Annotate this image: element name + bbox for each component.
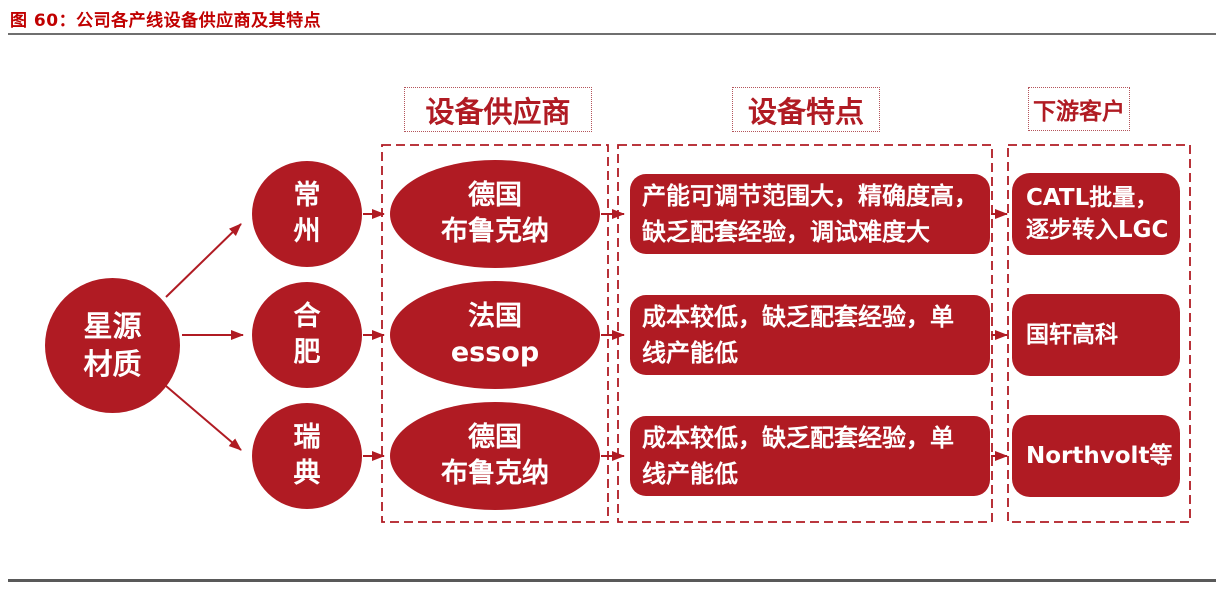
supplier-line: 德国 [468, 421, 522, 453]
column-header-equipment-supplier: 设备供应商 [404, 87, 592, 132]
feature-line: 成本较低，缺乏配套经验，单 [642, 424, 954, 452]
customer-line: Northvolt等 [1026, 442, 1173, 469]
feature-box-3: 成本较低，缺乏配套经验，单 线产能低 [630, 416, 990, 496]
arrow-company-sweden [165, 385, 242, 451]
customer-box-guoxuan: 国轩高科 [1012, 294, 1180, 376]
node-supplier-brueckner-2: 德国 布鲁克纳 [390, 402, 600, 510]
supplier-column-frame [381, 144, 609, 523]
node-site-changzhou: 常 州 [252, 161, 362, 267]
node-site-sweden: 瑞 典 [252, 403, 362, 509]
node-company-line2: 材质 [83, 346, 142, 381]
supplier-line: 布鲁克纳 [441, 216, 549, 247]
customer-box-catl-lgc: CATL批量， 逐步转入LGC [1012, 173, 1180, 255]
site-line: 肥 [293, 337, 321, 368]
customer-box-northvolt: Northvolt等 [1012, 415, 1180, 497]
figure-title: 图 60：公司各产线设备供应商及其特点 [10, 11, 322, 31]
customers-column-frame [1007, 144, 1191, 523]
feature-line: 线产能低 [642, 339, 738, 367]
node-supplier-brueckner-1: 德国 布鲁克纳 [390, 160, 600, 268]
node-company-xingyuan: 星源 材质 [45, 278, 180, 413]
customer-line: CATL批量， [1026, 184, 1159, 211]
customer-line: 逐步转入LGC [1026, 217, 1169, 243]
arrow-company-changzhou [165, 223, 242, 298]
top-divider [8, 33, 1216, 35]
features-column-frame [617, 144, 993, 523]
supplier-line: 布鲁克纳 [441, 458, 549, 489]
column-header-equipment-features: 设备特点 [732, 87, 880, 132]
node-supplier-essop: 法国 essop [390, 281, 600, 389]
feature-line: 成本较低，缺乏配套经验，单 [642, 303, 954, 331]
column-header-downstream-customers: 下游客户 [1028, 87, 1130, 131]
node-company-line1: 星源 [83, 308, 142, 343]
site-line: 合 [293, 300, 321, 332]
site-line: 州 [293, 216, 321, 247]
feature-line: 缺乏配套经验，调试难度大 [642, 218, 930, 246]
site-line: 瑞 [293, 421, 321, 453]
feature-box-1: 产能可调节范围大，精确度高， 缺乏配套经验，调试难度大 [630, 174, 990, 254]
feature-line: 线产能低 [642, 460, 738, 488]
supplier-line: 德国 [468, 179, 522, 211]
supplier-line: essop [450, 337, 540, 368]
customer-line: 国轩高科 [1026, 321, 1118, 348]
bottom-divider [8, 579, 1216, 582]
feature-box-2: 成本较低，缺乏配套经验，单 线产能低 [630, 295, 990, 375]
node-site-hefei: 合 肥 [252, 282, 362, 388]
site-line: 典 [293, 458, 321, 489]
feature-line: 产能可调节范围大，精确度高， [642, 182, 978, 210]
site-line: 常 [293, 179, 321, 211]
supplier-line: 法国 [468, 300, 522, 332]
